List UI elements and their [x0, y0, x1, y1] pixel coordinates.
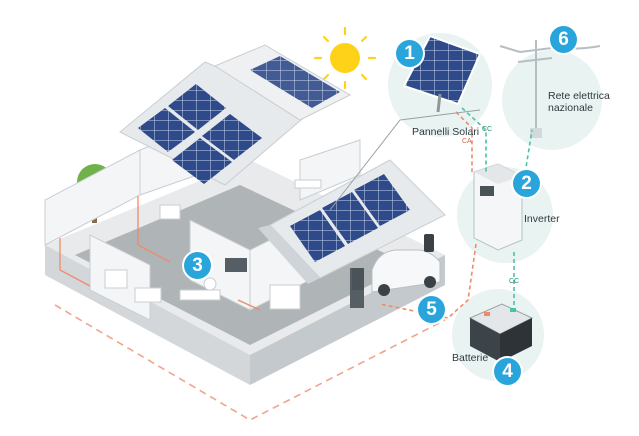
- badge-2: 2: [513, 170, 540, 197]
- label-inverter: Inverter: [524, 213, 560, 225]
- badge-4: 4: [494, 358, 521, 385]
- grid-bubble: [502, 50, 602, 150]
- interior-wiring: [59, 196, 261, 311]
- ev-charger-icon: [352, 268, 364, 290]
- badge-5: 5: [418, 296, 445, 323]
- sun-icon: [313, 26, 377, 90]
- cable-tag-dc-battery: CC: [509, 278, 520, 285]
- badge-3: 3: [184, 252, 211, 279]
- ground-outline: [54, 304, 446, 421]
- cable-tag-ac: CA: [462, 138, 472, 145]
- label-batterie: Batterie: [452, 352, 489, 364]
- badge-6: 6: [550, 26, 577, 53]
- garage-roof: [258, 159, 446, 284]
- label-rete-elettrica: Rete elettrica nazionale: [548, 90, 610, 114]
- label-pannelli-solari: Pannelli Solari: [412, 126, 480, 138]
- badge-1: 1: [396, 40, 423, 67]
- battery-icon: [468, 303, 534, 362]
- electric-car-icon: [371, 234, 441, 296]
- furniture: [104, 179, 364, 310]
- cable-tag-dc: CC: [482, 126, 493, 133]
